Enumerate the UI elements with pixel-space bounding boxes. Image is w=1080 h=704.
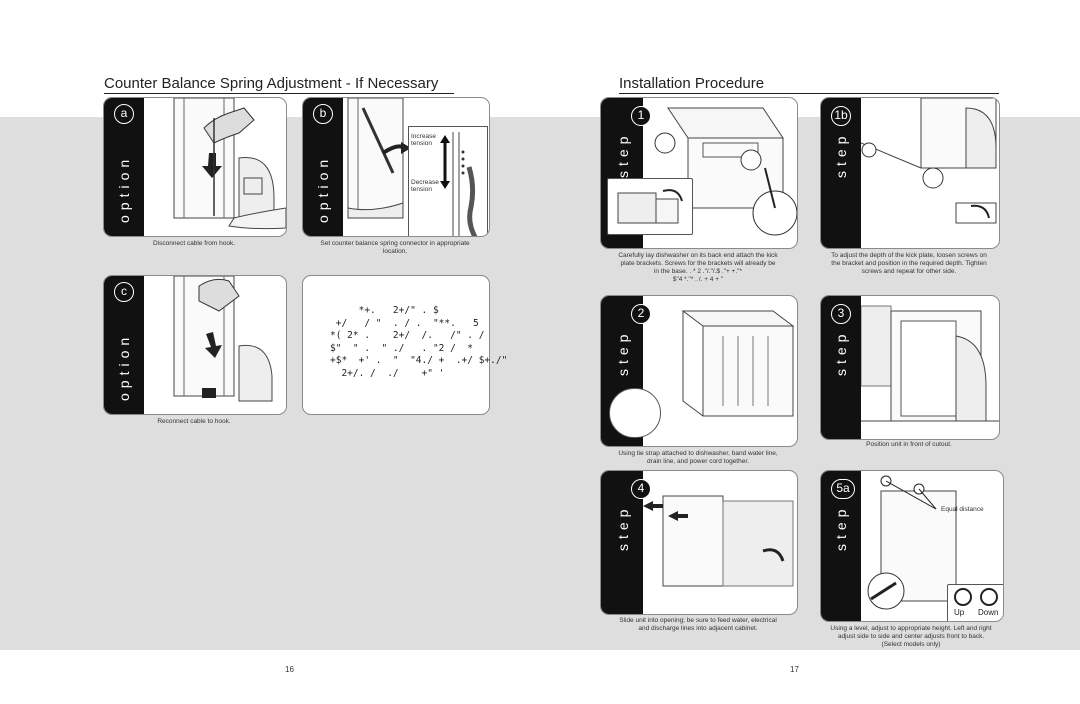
- tie-strap-inset: [609, 388, 661, 438]
- option-b-caption: Set counter balance spring connector in …: [320, 240, 470, 255]
- left-page-title: Counter Balance Spring Adjustment - If N…: [104, 75, 439, 92]
- step-5a-panel: 5a step Equal distance Up Down: [820, 470, 1004, 622]
- disconnect-cable-illustration: [173, 98, 286, 230]
- step-1b-caption: To adjust the depth of the kick plate, l…: [831, 252, 987, 275]
- option-a-panel: a option: [103, 97, 287, 237]
- step-label: step: [615, 504, 631, 551]
- step-label: step: [615, 131, 631, 178]
- option-label: option: [116, 154, 132, 223]
- step-badge: 3: [831, 304, 851, 324]
- step-1b-panel: 1b step: [820, 97, 1000, 249]
- page-number-left: 16: [285, 665, 294, 674]
- option-c-panel: c option: [103, 275, 287, 415]
- step-1-caption: Carefully lay dishwasher on its back end…: [618, 252, 778, 283]
- note-panel: [302, 275, 490, 415]
- spring-connector-illustration: [347, 98, 411, 219]
- step-badge: 4: [631, 479, 651, 499]
- option-label: option: [116, 332, 132, 401]
- step-2-panel: 2 step: [600, 295, 798, 447]
- kick-plate-bracket-illustration: [654, 107, 797, 236]
- option-badge: a: [114, 104, 134, 124]
- option-label: option: [315, 154, 331, 223]
- step-4-panel: 4 step: [600, 470, 798, 615]
- option-c-caption: Reconnect cable to hook.: [157, 418, 231, 425]
- option-badge: b: [313, 104, 333, 124]
- step-label: step: [833, 504, 849, 551]
- step-1-panel: 1 step: [600, 97, 798, 249]
- kick-plate-depth-illustration: [861, 98, 997, 224]
- step-badge: 2: [631, 304, 651, 324]
- tilt-inset: [607, 178, 693, 235]
- reconnect-cable-illustration: [173, 276, 273, 402]
- tie-strap-illustration: [681, 310, 795, 417]
- step-3-caption: Position unit in front of cutout.: [866, 441, 952, 448]
- step-2-caption: Using tie strap attached to dishwasher, …: [618, 450, 778, 465]
- step-badge: 5a: [831, 479, 855, 499]
- option-a-caption: Disconnect cable from hook.: [152, 240, 235, 247]
- step-5a-caption: Using a level, adjust to appropriate hei…: [830, 625, 992, 648]
- step-4-caption: Slide unit into opening; be sure to feed…: [619, 617, 777, 632]
- position-unit-illustration: [861, 305, 999, 422]
- step-3-panel: 3 step: [820, 295, 1000, 440]
- page-number-right: 17: [790, 665, 799, 674]
- up-down-inset: Up Down: [947, 584, 1003, 621]
- step-label: step: [833, 131, 849, 178]
- tension-diagram: [440, 132, 478, 236]
- right-title-rule: [619, 93, 999, 94]
- right-page-title: Installation Procedure: [619, 75, 765, 92]
- left-title-rule: [104, 93, 454, 94]
- up-label: Up: [954, 608, 965, 617]
- slide-unit-illustration: [643, 495, 794, 587]
- equal-distance-label: Equal distance: [941, 506, 984, 513]
- step-label: step: [615, 329, 631, 376]
- note-text: *+. 2+/" . $ +/ / " . / . "**. 5 *( 2* .…: [330, 305, 507, 379]
- step-badge: 1: [631, 106, 651, 126]
- option-badge: c: [114, 282, 134, 302]
- step-badge: 1b: [831, 106, 851, 126]
- step-label: step: [833, 329, 849, 376]
- down-label: Down: [978, 608, 999, 617]
